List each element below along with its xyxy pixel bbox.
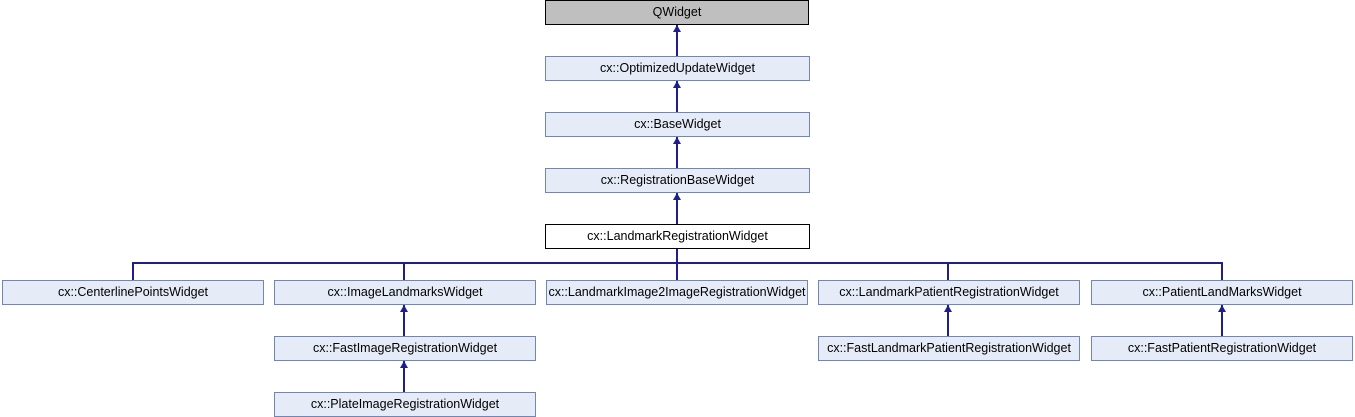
edge-landmarkregistrationwidget-to-registrationbasewidget: [676, 193, 678, 224]
edge-fastlandmarkpatientregistrationwidget-to-landmarkpatientregistrationwidget: [947, 305, 949, 336]
class-node-plate-image-registration-widget[interactable]: cx::PlateImageRegistrationWidget: [274, 392, 536, 417]
edge-bus-horizontal: [133, 262, 1223, 264]
edge-fastimageregistrationwidget-to-imagelandmarkswidget: [403, 305, 405, 336]
class-node-base-widget[interactable]: cx::BaseWidget: [545, 112, 810, 137]
arrowhead-icon-qwidget: [673, 25, 681, 32]
class-node-landmark-patient-registration-widget[interactable]: cx::LandmarkPatientRegistrationWidget: [818, 280, 1080, 305]
edge-bus-stem: [676, 249, 678, 263]
class-node-optimized-update-widget[interactable]: cx::OptimizedUpdateWidget: [545, 56, 810, 81]
class-node-registration-base-widget[interactable]: cx::RegistrationBaseWidget: [545, 168, 810, 193]
arrowhead-icon-optimizedupdatewidget: [673, 81, 681, 88]
arrowhead-icon-basewidget: [673, 137, 681, 144]
arrowhead-icon-fastimageregistrationwidget: [400, 361, 408, 368]
arrowhead-icon-patientlandmarkswidget: [1218, 305, 1226, 312]
edge-registrationbasewidget-to-basewidget: [676, 137, 678, 168]
arrowhead-icon-imagelandmarkswidget: [400, 305, 408, 312]
edge-plateimageregistrationwidget-to-fastimageregistrationwidget: [403, 361, 405, 392]
class-node-fast-landmark-patient-registration-widget[interactable]: cx::FastLandmarkPatientRegistrationWidge…: [818, 336, 1080, 361]
class-node-landmark-registration-widget[interactable]: cx::LandmarkRegistrationWidget: [545, 224, 810, 249]
edge-bus-drop-landmarkimage2imageregistrationwidget: [676, 262, 678, 280]
class-node-fast-patient-registration-widget[interactable]: cx::FastPatientRegistrationWidget: [1091, 336, 1353, 361]
class-node-fast-image-registration-widget[interactable]: cx::FastImageRegistrationWidget: [274, 336, 536, 361]
class-node-centerline-points-widget[interactable]: cx::CenterlinePointsWidget: [2, 280, 264, 305]
edge-optimizedupdatewidget-to-qwidget: [676, 25, 678, 56]
edge-fastpatientregistrationwidget-to-patientlandmarkswidget: [1221, 305, 1223, 336]
arrowhead-icon-registrationbasewidget: [673, 193, 681, 200]
edge-bus-drop-landmarkpatientregistrationwidget: [947, 262, 949, 280]
class-node-image-landmarks-widget[interactable]: cx::ImageLandmarksWidget: [274, 280, 536, 305]
class-node-qwidget[interactable]: QWidget: [545, 0, 809, 25]
arrowhead-icon-landmarkpatientregistrationwidget: [944, 305, 952, 312]
edge-bus-drop-imagelandmarkswidget: [403, 262, 405, 280]
class-node-patient-landmarks-widget[interactable]: cx::PatientLandMarksWidget: [1091, 280, 1353, 305]
edge-bus-drop-patientlandmarkswidget: [1221, 262, 1223, 280]
edge-basewidget-to-optimizedupdatewidget: [676, 81, 678, 112]
class-node-landmark-image2image-registration-widget[interactable]: cx::LandmarkImage2ImageRegistrationWidge…: [546, 280, 808, 305]
edge-bus-drop-centerlinepointswidget: [132, 262, 134, 280]
